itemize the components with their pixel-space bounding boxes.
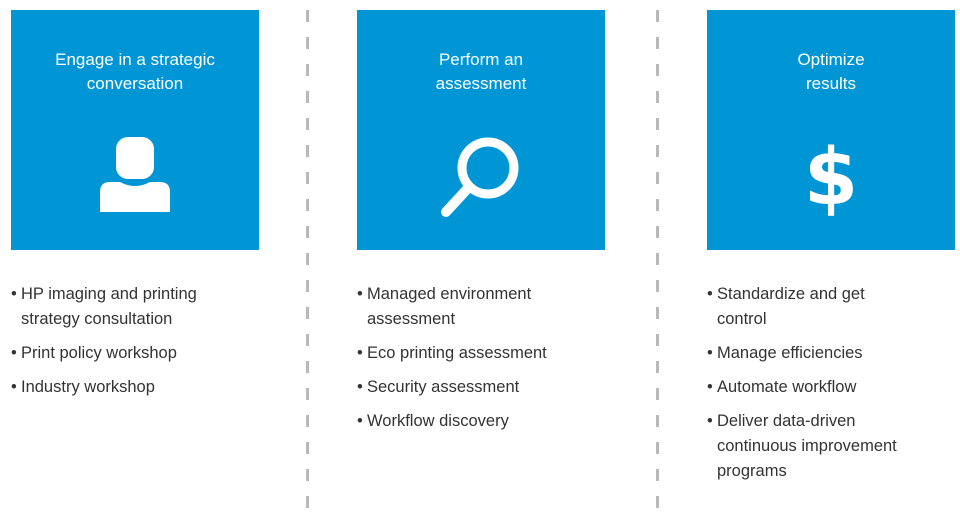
dashed-divider <box>656 10 659 514</box>
dollar-icon: $ <box>707 132 955 224</box>
list-item: Eco printing assessment <box>357 341 607 366</box>
list-item: Security assessment <box>357 375 607 400</box>
step-card: Perform an assessment <box>357 10 605 250</box>
list-item: Automate workflow <box>707 375 957 400</box>
list-item: Managed environment assessment <box>357 282 607 332</box>
dashed-divider <box>306 10 309 514</box>
step-bullets: Standardize and get control Manage effic… <box>707 282 957 484</box>
list-item: Standardize and get control <box>707 282 957 332</box>
dollar-glyph: $ <box>804 133 858 222</box>
step-bullets: Managed environment assessment Eco print… <box>357 282 607 434</box>
step-title: Optimize results <box>797 50 865 93</box>
step-optimize: Optimize results $ Standardize and get c… <box>707 10 957 493</box>
step-title: Perform an assessment <box>435 50 527 93</box>
list-item: Manage efficiencies <box>707 341 957 366</box>
step-engage: Engage in a strategic conversation HP im… <box>11 10 261 409</box>
list-item: Workflow discovery <box>357 409 607 434</box>
list-item: Print policy workshop <box>11 341 261 366</box>
step-bullets: HP imaging and printing strategy consult… <box>11 282 261 400</box>
list-item: Industry workshop <box>11 375 261 400</box>
list-item: Deliver data-driven continuous improveme… <box>707 409 957 484</box>
person-icon <box>11 132 259 224</box>
magnifier-icon <box>357 132 605 224</box>
step-assess: Perform an assessment Managed environmen… <box>357 10 607 443</box>
step-title: Engage in a strategic conversation <box>55 50 215 93</box>
step-card: Engage in a strategic conversation <box>11 10 259 250</box>
list-item: HP imaging and printing strategy consult… <box>11 282 261 332</box>
step-card: Optimize results $ <box>707 10 955 250</box>
